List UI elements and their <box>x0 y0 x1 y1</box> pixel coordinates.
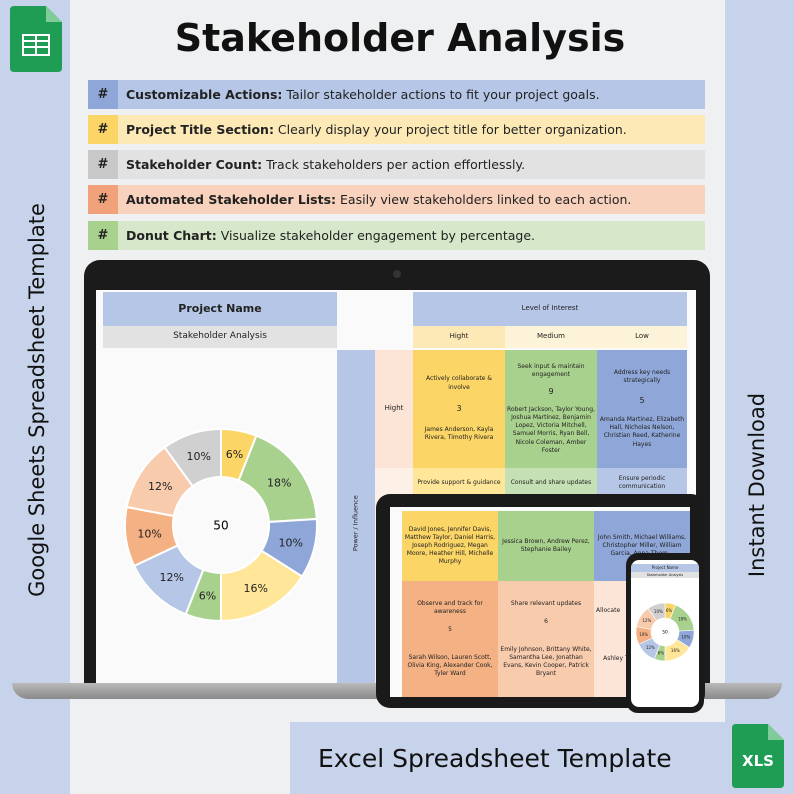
donut-slice-label: 12% <box>159 571 183 584</box>
level-of-interest-header: Level of Interest <box>413 292 687 326</box>
feature-title: Customizable Actions: <box>126 87 283 102</box>
donut-slice <box>647 602 666 622</box>
donut-slice-label: 10% <box>654 609 663 614</box>
hash-badge: # <box>88 221 118 250</box>
donut-slice-label: 12% <box>148 480 172 493</box>
donut-slice-label: 16% <box>671 648 680 653</box>
cell-names: Sarah Wilson, Lauren Scott, Olivia King,… <box>407 654 493 678</box>
cell-names: Robert Jackson, Taylor Young, Joshua Mar… <box>507 406 595 454</box>
donut-slice-label: 6% <box>658 650 665 655</box>
donut-center-label: 50 <box>213 518 228 532</box>
tablet-cell: Observe and track for awareness 5 Sarah … <box>402 581 498 697</box>
feature-bar: # Stakeholder Count: Track stakeholders … <box>88 150 705 179</box>
cell-action: Seek input & maintain engagement <box>517 363 585 379</box>
donut-slice-label: 6% <box>666 608 673 613</box>
col-header-medium: Medium <box>505 326 597 348</box>
subtitle-cell: Stakeholder Analysis <box>103 326 337 348</box>
phone-title: Project Name <box>631 564 699 572</box>
hash-badge: # <box>88 80 118 109</box>
cell-action: Share relevant updates <box>510 599 582 607</box>
laptop-screen: Project Name Stakeholder Analysis Level … <box>96 290 696 696</box>
donut-slice-label: 16% <box>243 582 267 595</box>
cell-count: 3 <box>456 403 462 413</box>
hash-badge: # <box>88 150 118 179</box>
donut-slice-label: 6% <box>199 589 216 602</box>
cell-count: 6 <box>544 617 548 625</box>
cell-count: 5 <box>639 395 645 405</box>
cell-count: 5 <box>448 625 452 633</box>
feature-bar: # Project Title Section: Clearly display… <box>88 115 705 144</box>
cell-action: Allocate <box>596 606 621 614</box>
feature-text: Visualize stakeholder engagement by perc… <box>216 228 536 243</box>
col-header-low: Low <box>597 326 687 348</box>
phone-screen: Project Name Stakeholder Analysis 6% 18% 1… <box>631 560 699 707</box>
feature-text: Easily view stakeholders linked to each … <box>336 192 632 207</box>
col-header-high: Hight <box>413 326 505 348</box>
right-vertical-text: Instant Download <box>745 392 769 578</box>
cell-names: Emily Johnson, Brittany White, Samantha … <box>500 645 592 678</box>
feature-title: Stakeholder Count: <box>126 157 263 172</box>
hash-badge: # <box>88 185 118 214</box>
donut-slice-label: 12% <box>646 645 655 650</box>
hash-badge: # <box>88 115 118 144</box>
matrix-cell: Seek input & maintain engagement 9 Rober… <box>505 350 597 468</box>
donut-slice-label: 10% <box>639 632 648 637</box>
feature-title: Project Title Section: <box>126 122 274 137</box>
tablet-cell: David Jones, Jennifer Davis, Matthew Tay… <box>402 511 498 581</box>
donut-slice-label: 10% <box>187 450 211 463</box>
left-vertical-label: Google Sheets Spreadsheet Template <box>20 140 54 660</box>
bottom-label: Excel Spreadsheet Template <box>290 722 730 794</box>
feature-title: Automated Stakeholder Lists: <box>126 192 337 207</box>
feature-bar: # Donut Chart: Visualize stakeholder eng… <box>88 221 705 250</box>
left-vertical-text: Google Sheets Spreadsheet Template <box>25 203 49 597</box>
donut-slice-label: 18% <box>267 476 291 489</box>
donut-slice-label: 18% <box>678 617 687 622</box>
cell-action: Actively collaborate & involve <box>426 375 492 391</box>
power-label-cell: Power / Influence <box>337 350 375 696</box>
cell-names: James Anderson, Kayla Rivera, Timothy Ri… <box>424 426 494 442</box>
cell-count: 9 <box>548 387 554 397</box>
donut-slice-label: 10% <box>137 528 161 541</box>
matrix-cell: Actively collaborate & involve 3 James A… <box>413 350 505 468</box>
tablet-cell: Share relevant updates 6 Emily Johnson, … <box>498 581 594 697</box>
cell-action: Address key needs strategically <box>613 369 671 385</box>
xls-label: XLS <box>742 752 774 770</box>
donut-chart: 6% 18% 10% 16% 6% 12% 10% 12% 10% 50 <box>124 427 318 623</box>
row-header-high: Hight <box>375 350 413 468</box>
cell-names: Amanda Martinez, Elizabeth Hall, Nichola… <box>599 416 685 448</box>
right-vertical-label: Instant Download <box>740 380 774 590</box>
matrix-cell: Consult and share updates <box>505 468 597 498</box>
matrix-cell: Provide support & guidance <box>413 468 505 498</box>
donut-slice-label: 6% <box>226 448 243 461</box>
feature-text: Track stakeholders per action effortless… <box>262 157 526 172</box>
donut-center-label: 50 <box>662 630 668 636</box>
cell-action: Observe and track for awareness <box>417 599 483 615</box>
donut-slice-label: 12% <box>642 618 651 623</box>
donut-slice-label: 10% <box>681 635 690 640</box>
donut-slice-label: 10% <box>279 537 303 550</box>
tablet-cell: Jessica Brown, Andrew Perez, Stephanie B… <box>498 511 594 581</box>
page-title: Stakeholder Analysis <box>174 16 626 60</box>
google-sheets-icon <box>10 6 62 72</box>
donut-slice <box>163 427 222 488</box>
excel-file-icon: XLS <box>732 724 784 788</box>
feature-text: Clearly display your project title for b… <box>273 122 627 137</box>
feature-bar: # Automated Stakeholder Lists: Easily vi… <box>88 185 705 214</box>
phone-subtitle: Stakeholder Analysis <box>631 572 699 578</box>
phone-donut-chart: 6%18%10%16%6%12%10%12%10%50 <box>635 602 695 662</box>
camera-icon <box>393 270 401 278</box>
power-label: Power / Influence <box>351 495 360 551</box>
feature-title: Donut Chart: <box>126 228 217 243</box>
bottom-label-text: Excel Spreadsheet Template <box>318 743 672 773</box>
feature-bar: # Customizable Actions: Tailor stakehold… <box>88 80 705 109</box>
feature-text: Tailor stakeholder actions to fit your p… <box>282 87 600 102</box>
matrix-cell: Ensure periodic communication <box>597 468 687 498</box>
matrix-cell: Address key needs strategically 5 Amanda… <box>597 350 687 468</box>
project-name-cell: Project Name <box>103 292 337 326</box>
